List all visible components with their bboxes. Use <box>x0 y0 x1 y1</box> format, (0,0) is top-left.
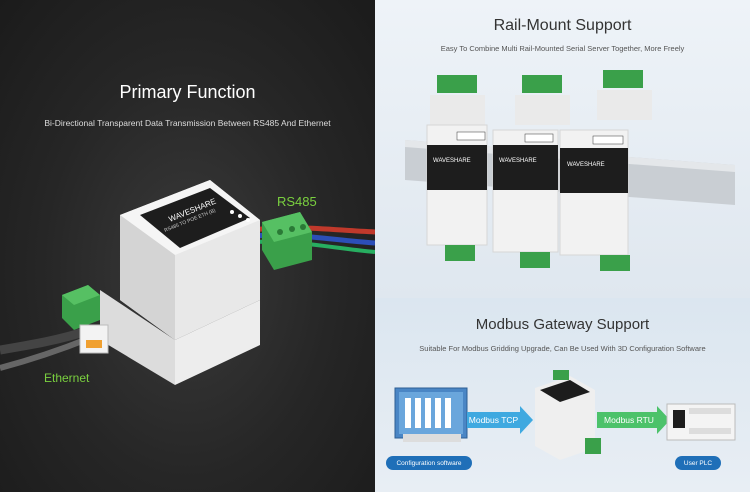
modbus-diagram <box>394 370 736 460</box>
rail-mounted-devices-illustration: WAVESHARE WAVESHARE WAVESHARE <box>405 70 735 271</box>
primary-function-panel: Primary Function Bi-Directional Transpar… <box>0 0 375 492</box>
device-2-brand: WAVESHARE <box>499 158 537 164</box>
device-1-brand: WAVESHARE <box>433 158 471 164</box>
modbus-gateway-title: Modbus Gateway Support <box>475 316 650 333</box>
configuration-software-badge: Configuration software <box>386 456 472 470</box>
primary-function-subtitle: Bi-Directional Transparent Data Transmis… <box>44 118 331 128</box>
rail-mount-subtitle: Easy To Combine Multi Rail-Mounted Seria… <box>440 44 685 53</box>
modbus-tcp-label: Modbus TCP <box>468 415 519 425</box>
user-plc-badge: User PLC <box>675 456 721 470</box>
primary-function-title: Primary Function <box>119 82 256 102</box>
modbus-gateway-subtitle: Suitable For Modbus Gridding Upgrade, Ca… <box>419 344 706 353</box>
modbus-gateway-panel: Modbus Gateway Support Suitable For Modb… <box>375 298 750 492</box>
ethernet-label: Ethernet <box>44 371 90 385</box>
rail-mount-panel: Rail-Mount Support Easy To Combine Multi… <box>375 0 750 298</box>
modbus-rtu-label: Modbus RTU <box>604 415 654 425</box>
rs485-label: RS485 <box>277 194 317 209</box>
rail-mount-title: Rail-Mount Support <box>493 17 632 34</box>
device-illustration: WAVESHARE RS485 TO POE ETH (B) <box>0 180 375 385</box>
device-3-brand: WAVESHARE <box>567 162 605 168</box>
